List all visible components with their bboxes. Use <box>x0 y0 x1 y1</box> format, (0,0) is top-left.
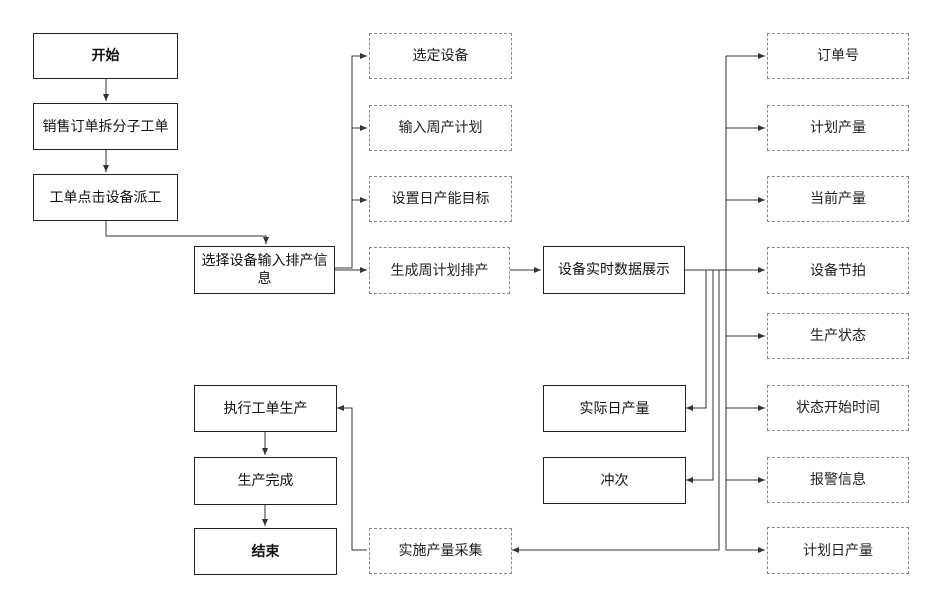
select-device-input-node: 选择设备输入排产信息 <box>194 246 335 294</box>
end-node: 结束 <box>194 528 337 575</box>
arrow-to-actual-daily <box>686 270 706 408</box>
select-device-box: 选定设备 <box>369 33 512 79</box>
dispatch-node: 工单点击设备派工 <box>33 174 178 221</box>
arrow-to-punch <box>686 270 713 480</box>
field-current-output: 当前产量 <box>767 176 909 222</box>
execute-node: 执行工单生产 <box>194 385 337 432</box>
actual-daily-output-node: 实际日产量 <box>543 385 686 432</box>
field-status-start-time: 状态开始时间 <box>767 385 909 431</box>
collect-output-box: 实施产量采集 <box>369 528 512 574</box>
arrow-dispatch-to-select <box>106 221 266 244</box>
field-production-status: 生产状态 <box>767 313 909 359</box>
field-order-no: 订单号 <box>767 33 909 79</box>
field-planned-daily-output: 计划日产量 <box>767 527 909 574</box>
punch-node: 冲次 <box>543 457 686 504</box>
arrow-collect-to-execute <box>337 408 367 550</box>
field-alarm-info: 报警信息 <box>767 457 909 503</box>
set-daily-target-box: 设置日产能目标 <box>369 176 512 222</box>
split-order-node: 销售订单拆分子工单 <box>33 103 178 150</box>
start-node: 开始 <box>33 33 178 79</box>
realtime-display-node: 设备实时数据展示 <box>543 246 685 294</box>
field-planned-output: 计划产量 <box>767 105 909 151</box>
input-weekly-plan-box: 输入周产计划 <box>369 105 512 151</box>
arrow-select-to-select-device <box>335 56 367 268</box>
field-device-cycle: 设备节拍 <box>767 247 909 294</box>
completed-node: 生产完成 <box>194 457 337 505</box>
generate-weekly-schedule-box: 生成周计划排产 <box>369 247 510 294</box>
